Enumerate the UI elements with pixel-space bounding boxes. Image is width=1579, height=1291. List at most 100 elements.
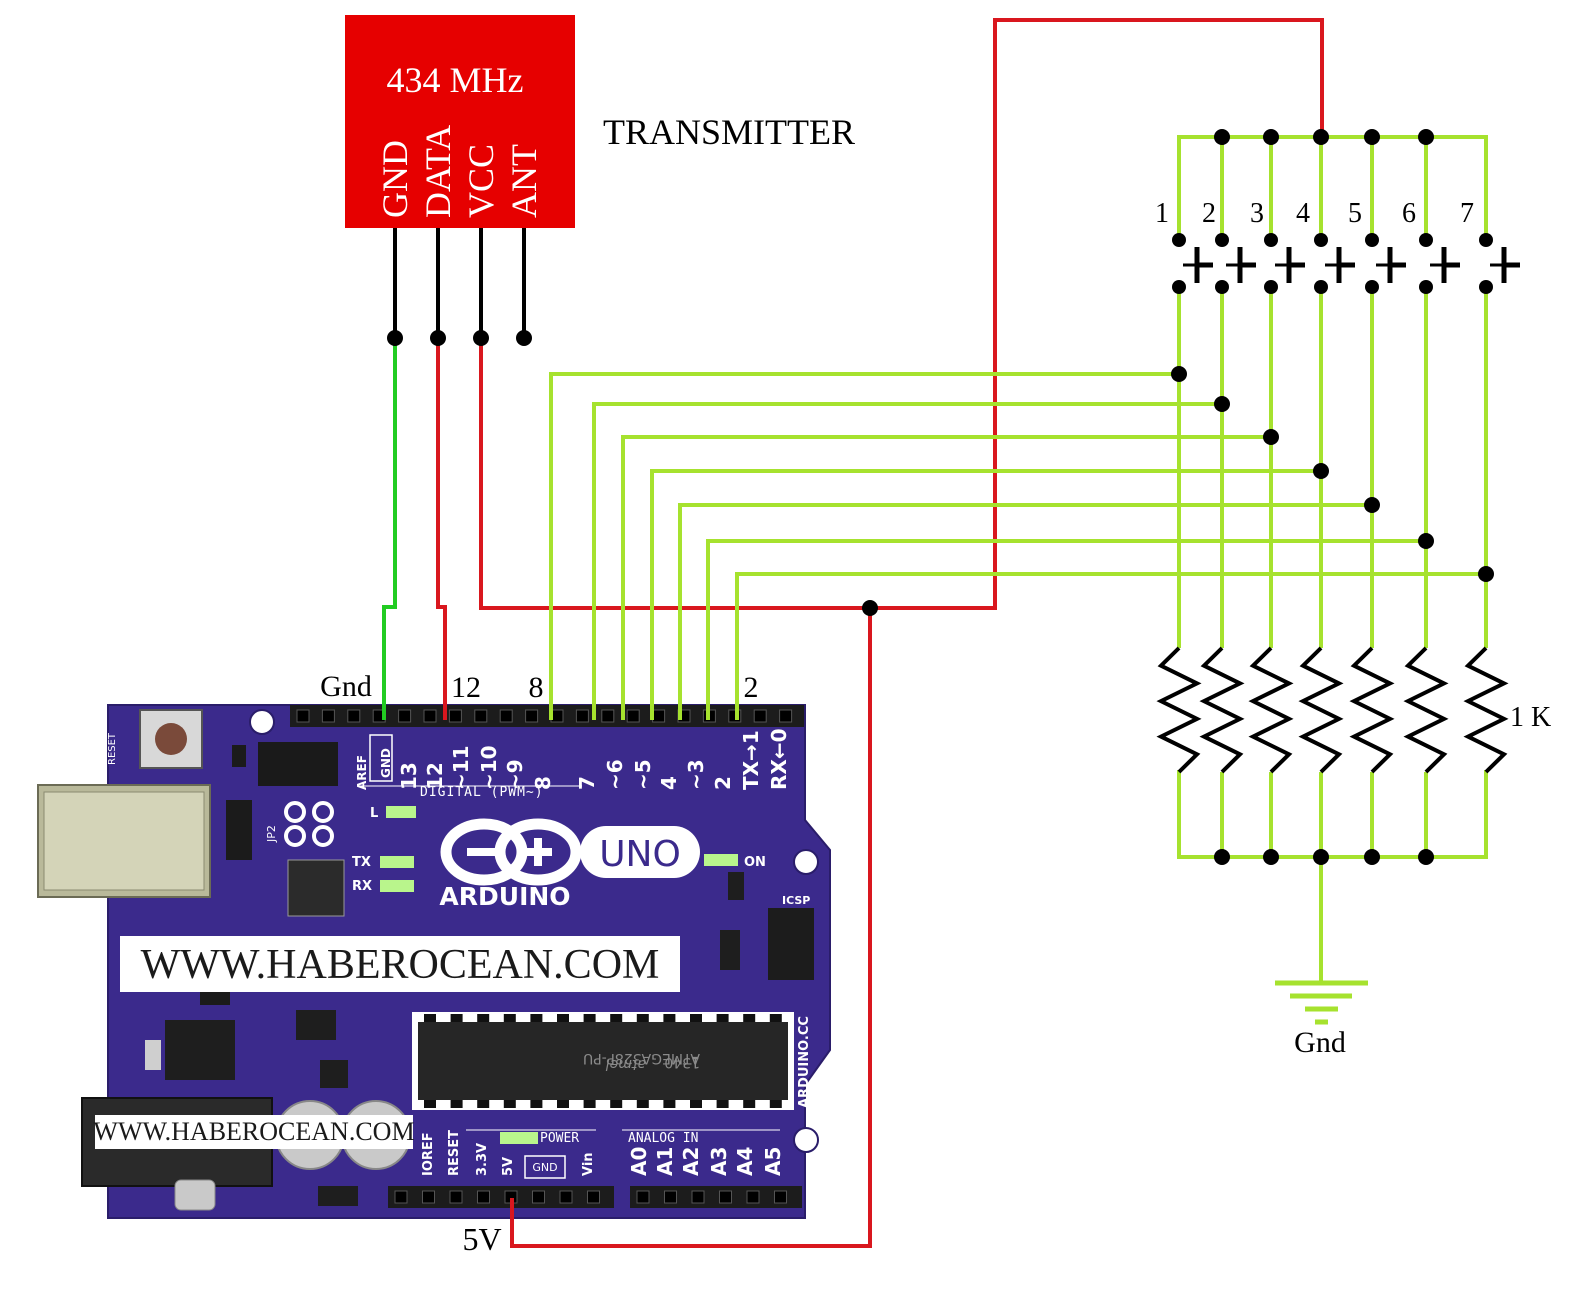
wire-button-5 bbox=[678, 503, 1372, 720]
chip-pin bbox=[690, 1100, 702, 1108]
header-socket bbox=[422, 1190, 435, 1204]
analog-pin-label: A1 bbox=[653, 1147, 677, 1176]
resistor-value: 1 K bbox=[1510, 702, 1551, 733]
led-on bbox=[704, 854, 738, 866]
chip-pin bbox=[583, 1100, 596, 1108]
l-label: L bbox=[370, 806, 378, 821]
ground-symbol bbox=[1275, 980, 1368, 1025]
voltage-regulator bbox=[165, 1020, 235, 1080]
transmitter-title: TRANSMITTER bbox=[603, 112, 855, 152]
wire-button-7 bbox=[735, 572, 1486, 720]
analog-pin-label: A0 bbox=[627, 1147, 651, 1176]
power-pin-label: GND bbox=[532, 1161, 557, 1174]
junction-dot bbox=[1171, 366, 1187, 382]
pin-label-gnd: GND bbox=[375, 140, 415, 218]
junction-dots bbox=[387, 129, 1494, 865]
resistor-7 bbox=[1463, 646, 1509, 774]
led-tx bbox=[380, 856, 414, 868]
analog-pin-label: A3 bbox=[707, 1147, 731, 1176]
button-label-4: 4 bbox=[1296, 198, 1310, 229]
resistor-5 bbox=[1349, 646, 1395, 774]
header-label: 2 bbox=[711, 776, 735, 790]
power-caption: POWER bbox=[540, 1131, 579, 1146]
junction-dot bbox=[473, 330, 489, 346]
analog-caption: ANALOG IN bbox=[628, 1131, 698, 1146]
header-socket bbox=[691, 1190, 705, 1204]
junction-dot bbox=[1418, 533, 1434, 549]
chip-pin bbox=[636, 1014, 649, 1022]
watermark-small: WWW.HABEROCEAN.COM bbox=[93, 1117, 414, 1146]
wire-button-1 bbox=[549, 372, 1179, 720]
chip-text: ATMEGA328P-PU bbox=[583, 1050, 700, 1066]
junction-dot bbox=[387, 330, 403, 346]
header-socket bbox=[532, 1190, 545, 1204]
chip-pin bbox=[530, 1100, 543, 1108]
button-label-5: 5 bbox=[1348, 198, 1362, 229]
ground-label: Gnd bbox=[1294, 1026, 1346, 1059]
chip-pin bbox=[769, 1014, 782, 1022]
button-label-3: 3 bbox=[1250, 198, 1264, 229]
junction-dot bbox=[1418, 129, 1434, 145]
push-button-1: 1 bbox=[1155, 198, 1213, 294]
transmitter-body bbox=[345, 15, 575, 228]
push-button-7: 7 bbox=[1460, 198, 1520, 294]
header-socket bbox=[575, 709, 589, 723]
header-label: 8 bbox=[531, 776, 555, 790]
header-socket bbox=[746, 1190, 760, 1204]
junction-dot bbox=[1263, 129, 1279, 145]
chip-code: 1340 bbox=[664, 1054, 700, 1070]
junction-dot bbox=[1263, 429, 1279, 445]
resistor-3 bbox=[1248, 646, 1294, 774]
atmega-chip: ATMEGA328P-PU 1340 atmel bbox=[412, 1012, 794, 1110]
header-socket bbox=[499, 709, 513, 723]
header-socket bbox=[347, 709, 361, 723]
wire-vcc bbox=[479, 18, 1324, 610]
model-label: UNO bbox=[599, 834, 681, 875]
chip-pin bbox=[663, 1100, 676, 1108]
header-label: GND bbox=[379, 748, 393, 778]
chip-pin bbox=[743, 1014, 756, 1022]
chip-pin bbox=[477, 1100, 490, 1108]
header-socket bbox=[394, 1190, 408, 1204]
chip-pin bbox=[477, 1014, 490, 1022]
transmitter-module: 434 MHz GND DATA VCC ANT bbox=[345, 15, 575, 228]
callout-pin12: 12 bbox=[451, 671, 481, 704]
mounting-hole bbox=[793, 1127, 819, 1153]
chip-pin bbox=[424, 1100, 436, 1108]
vcc-bus bbox=[1177, 135, 1488, 240]
chip-pin bbox=[557, 1100, 569, 1108]
chip-pin bbox=[716, 1014, 729, 1022]
header-label: ~6 bbox=[603, 759, 627, 790]
junction-dot bbox=[1214, 396, 1230, 412]
digital-header bbox=[290, 705, 804, 727]
header-label: 12 bbox=[423, 762, 447, 790]
pin-label-ant: ANT bbox=[504, 144, 544, 218]
header-socket bbox=[719, 1190, 732, 1204]
header-socket bbox=[664, 1190, 677, 1204]
push-button-6: 6 bbox=[1402, 198, 1460, 294]
junction-dot bbox=[430, 330, 446, 346]
callout-gnd: Gnd bbox=[320, 670, 372, 703]
ground-bus bbox=[1177, 770, 1488, 859]
button-label-2: 2 bbox=[1202, 198, 1216, 229]
icsp-header bbox=[768, 908, 814, 980]
power-pin-label: Vin bbox=[581, 1152, 596, 1176]
jp-header bbox=[258, 742, 338, 786]
push-button-3: 3 bbox=[1250, 198, 1305, 294]
header-socket bbox=[601, 709, 615, 723]
junction-dot bbox=[516, 330, 532, 346]
transmitter-frequency: 434 MHz bbox=[387, 60, 524, 100]
push-button-2: 2 bbox=[1202, 198, 1256, 294]
wire-button-3 bbox=[621, 435, 1271, 720]
digital-caption: DIGITAL (PWM~) bbox=[420, 785, 544, 800]
header-label: ~11 bbox=[449, 745, 473, 790]
mounting-hole bbox=[793, 849, 819, 875]
arduino-cc-label: ARDUINO.CC bbox=[797, 1016, 812, 1108]
resistor-2 bbox=[1199, 646, 1245, 774]
header-label: 4 bbox=[657, 776, 681, 790]
power-pin-label: RESET bbox=[447, 1130, 462, 1176]
jp2-label: JP2 bbox=[265, 825, 278, 843]
